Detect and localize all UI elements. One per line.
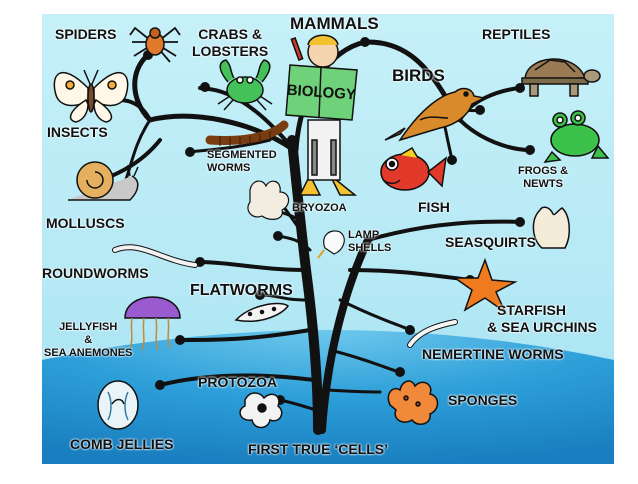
label-lamp-line1: LAMP [348, 229, 380, 241]
label-insects: INSECTS [47, 124, 108, 140]
bird-icon [384, 87, 487, 142]
label-comb-jellies: COMB JELLIES [70, 436, 174, 452]
label-crabs-line1: CRABS & [198, 26, 262, 42]
label-jelly-line1: JELLYFISH [59, 321, 118, 333]
frog-icon [543, 110, 610, 163]
fish-icon [380, 146, 448, 191]
lamp-shell-icon [317, 230, 345, 259]
worm-icon [205, 120, 289, 145]
label-starfish: STARFISH & SEA URCHINS [487, 303, 597, 334]
reader-icon [285, 34, 358, 196]
label-crabs-line2: LOBSTERS [192, 43, 269, 59]
label-fish: FISH [418, 199, 450, 215]
protozoa-icon [239, 392, 283, 429]
label-frogs: FROGS & NEWTS [518, 166, 568, 190]
label-flatworms: FLATWORMS [190, 282, 293, 299]
label-jelly-line3: SEA ANEMONES [44, 347, 133, 359]
label-lamp-line2: SHELLS [348, 242, 392, 254]
label-spiders: SPIDERS [55, 26, 117, 42]
book-title: BIOLOGY [286, 82, 356, 104]
label-starfish-line2: & SEA URCHINS [487, 319, 597, 335]
label-seasquirts: SEASQUIRTS [445, 234, 537, 250]
jellyfish-icon [124, 296, 181, 351]
sponge-icon [387, 380, 439, 425]
nemertine-icon [407, 319, 458, 348]
label-mammals: MAMMALS [290, 14, 379, 33]
label-roundworms: ROUNDWORMS [42, 265, 149, 281]
label-jelly-line2: & [84, 334, 93, 346]
spider-icon [129, 26, 181, 63]
label-segmented-line2: WORMS [207, 162, 251, 174]
label-sponges: SPONGES [448, 392, 518, 408]
starfish-icon [452, 257, 518, 315]
seasquirt-icon [532, 206, 570, 249]
label-lamp-shells: LAMP SHELLS [348, 230, 391, 254]
label-frogs-line2: NEWTS [523, 178, 563, 190]
label-nemertine: NEMERTINE WORMS [422, 346, 564, 362]
label-jellyfish: JELLYFISH & SEA ANEMONES [44, 322, 132, 359]
label-first-true-cells: FIRST TRUE ‘CELLS’ [248, 441, 388, 457]
flatworm-icon [234, 302, 290, 322]
label-birds: BIRDS [392, 66, 445, 85]
label-segmented-worms: SEGMENTED WORMS [207, 150, 277, 174]
turtle-icon [521, 58, 601, 97]
label-protozoa: PROTOZOA [198, 374, 278, 390]
snail-icon [68, 161, 139, 201]
roundworm-icon [112, 244, 198, 268]
butterfly-icon [53, 69, 129, 123]
label-molluscs: MOLLUSCS [46, 215, 125, 231]
label-bryozoa: BRYOZOA [292, 202, 347, 214]
label-crabs: CRABS & LOBSTERS [192, 27, 268, 58]
label-frogs-line1: FROGS & [518, 165, 569, 177]
label-starfish-line1: STARFISH [497, 302, 566, 318]
comb-jelly-icon [97, 380, 139, 430]
crab-icon [217, 59, 273, 111]
label-segmented-line1: SEGMENTED [207, 149, 277, 161]
bryozoa-icon [247, 180, 290, 220]
label-reptiles: REPTILES [482, 26, 551, 42]
worm-segments [219, 131, 271, 147]
